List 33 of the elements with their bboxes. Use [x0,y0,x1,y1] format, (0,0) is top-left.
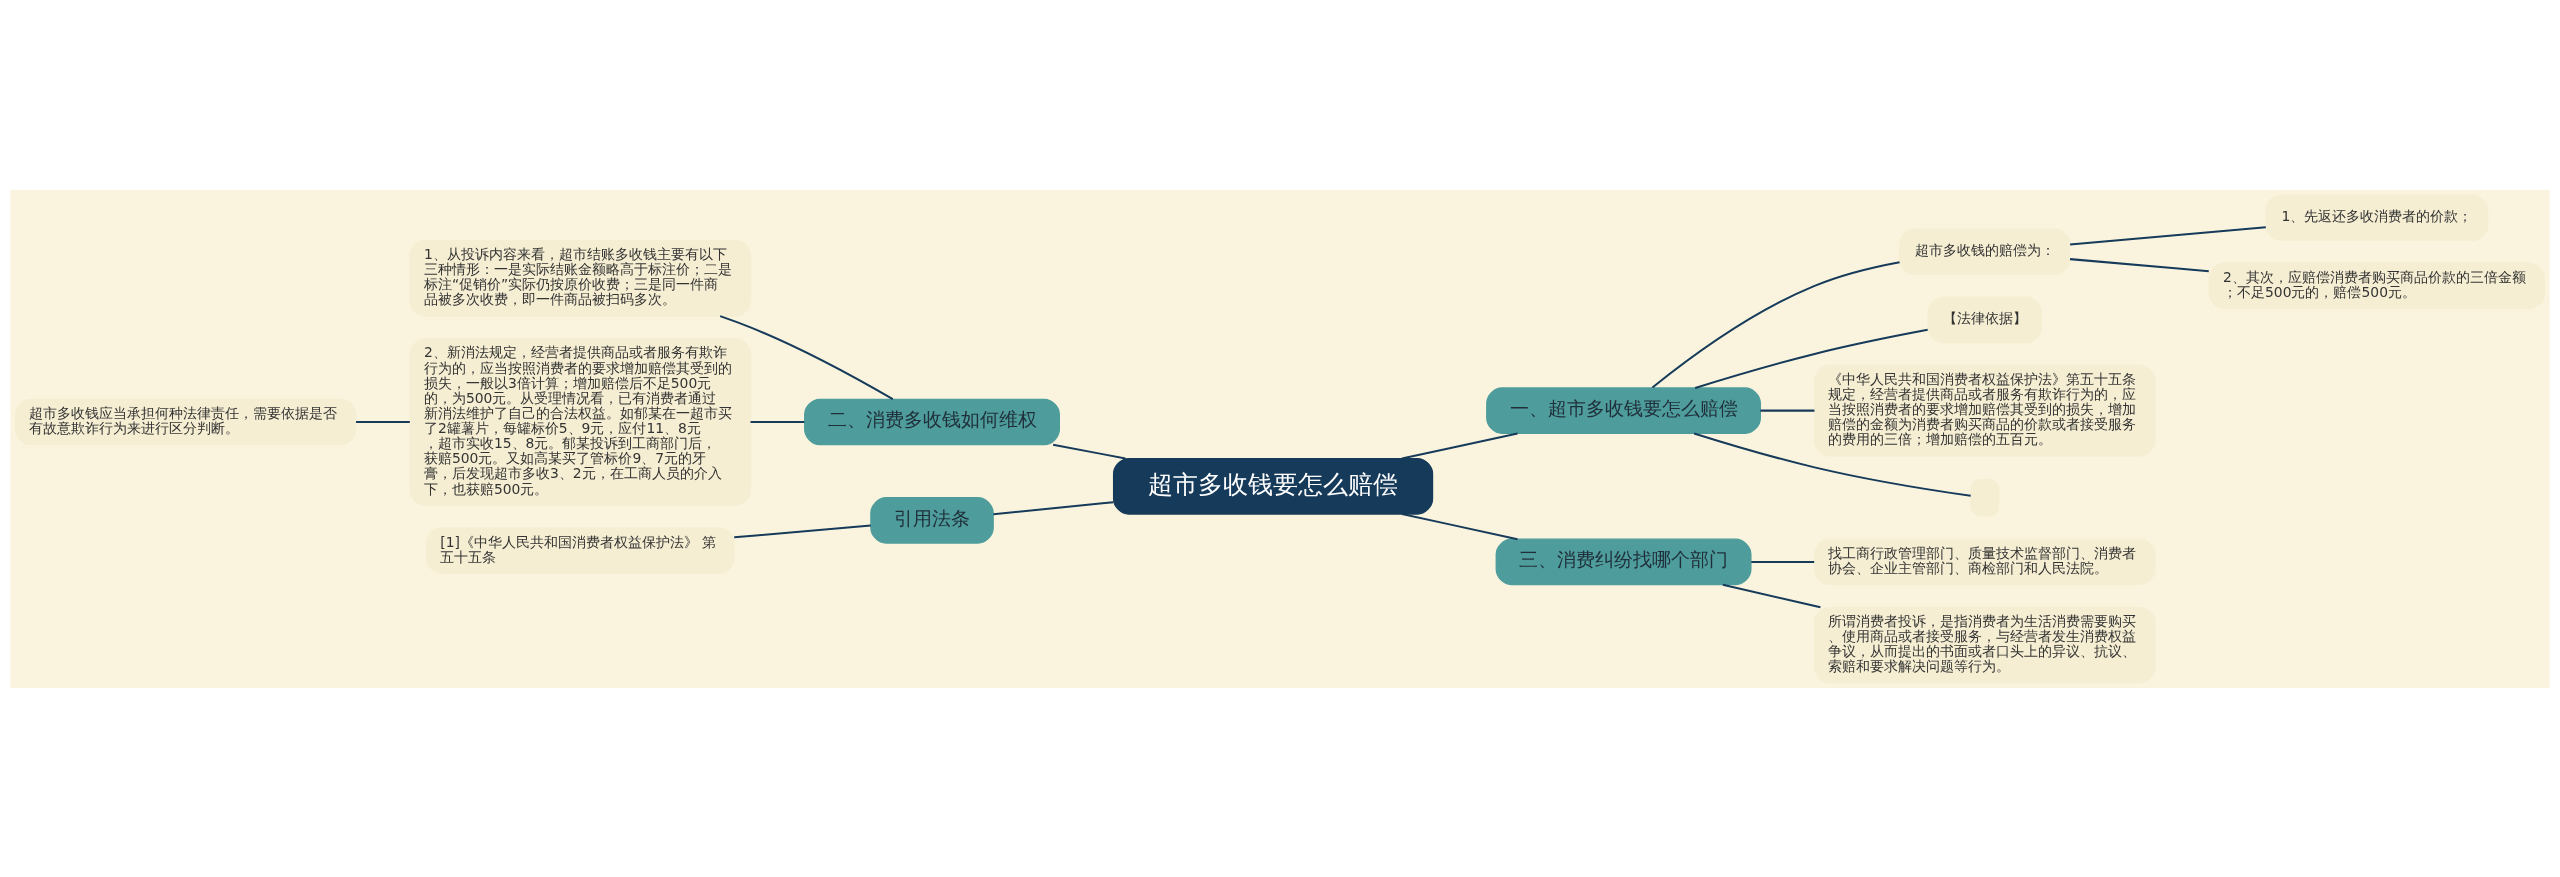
connector [993,500,1114,515]
node-box: 所谓消费者投诉，是指消费者为生活消费需要购买、使用商品或者接受服务，与经营者发生消费权益争议，从而提出的书面或者口头上的异议、抗议、索赔和要求解决问题等行为。 [1813,606,2156,684]
connector [2070,225,2266,245]
connector [1651,260,1900,388]
connector [1693,431,1971,497]
node-box: 2、其次，应赔偿消费者购买商品价款的三倍金额；不足500元的，赔偿500元。 [2208,262,2546,309]
node-box: 2、新消法规定，经营者提供商品或者服务有欺诈行为的，应当按照消费者的要求增加赔偿其受到的损失，一般以3倍计算；增加赔偿后不足500元的，为500元。从受理情况看，已有消费者通过新消法维护了自己的合法权益。如郁某在一超市买了2罐薯片，每罐标价5、9元，应付11、8元，超市实收15、8元。郁某投诉到工商部门后，获赔500元。又如高某买了管标价9、7元的牙膏，后发现超市多收3、2元，在工商人员的介入下，也获赔500元。 [409,337,752,506]
connector [734,524,871,538]
node-box: 1、先返还多收消费者的价款； [2265,193,2489,241]
connector [750,420,805,423]
connector [1760,409,1815,412]
node-box: 引用法条 [870,496,994,544]
connector [1401,512,1518,540]
connector [1751,560,1815,563]
node-box [1970,478,2000,517]
node-box: 超市多收钱的赔偿为： [1899,227,2071,275]
connector [719,314,894,400]
node-box: 一、超市多收钱要怎么赔偿 [1486,386,1761,434]
node-box: 三、消费纠纷找哪个部门 [1495,538,1752,585]
connector [2070,257,2209,272]
connector [1694,328,1928,389]
node-box: [1]《中华人民共和国消费者权益保护法》 第五十五条 [425,526,735,574]
connector [356,420,410,423]
node-box: 1、从投诉内容来看，超市结账多收钱主要有以下三种情形：一是实际结账金额略高于标注价；二是标注“促销价”实际仍按原价收费；三是同一件商品被多次收费，即一件商品被扫码多次。 [409,239,752,317]
node-box: 找工商行政管理部门、质量技术监督部门、消费者协会、企业主管部门、商检部门和人民法院。 [1813,538,2156,585]
node-box: 《中华人民共和国消费者权益保护法》第五十五条规定，经营者提供商品或者服务有欺诈行为的，应当按照消费者的要求增加赔偿其受到的损失，增加赔偿的金额为消费者购买商品的价款或者接受服务的费用的三倍；增加赔偿的五百元。 [1813,364,2156,457]
node-box: 超市多收钱应当承担何种法律责任，需要依据是否有故意欺诈行为来进行区分判断。 [14,398,357,445]
node-box: 二、消费多收钱如何维权 [804,398,1060,445]
connector [1722,583,1821,608]
node-box: 【法律依据】 [1927,296,2043,343]
connector [1052,443,1126,459]
node-box: 超市多收钱要怎么赔偿 [1112,457,1434,515]
connector [1401,431,1518,460]
